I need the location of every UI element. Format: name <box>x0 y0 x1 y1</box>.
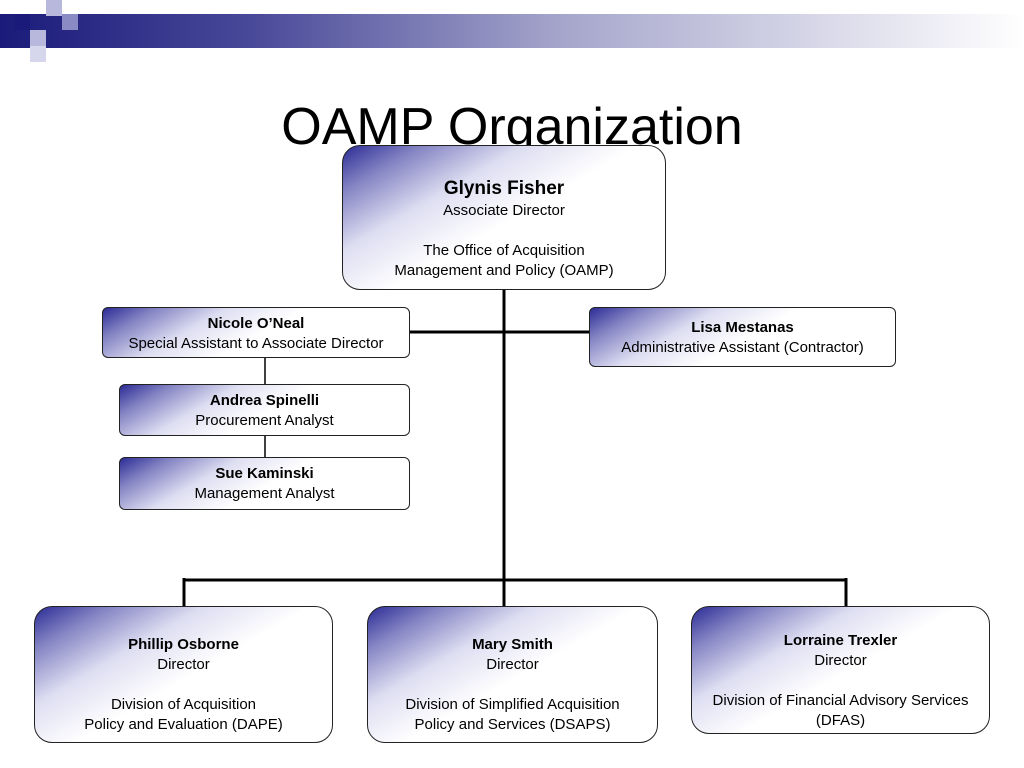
node-name: Andrea Spinelli <box>209 392 320 409</box>
header-gradient-bar <box>0 14 1024 48</box>
node-title: Procurement Analyst <box>195 412 334 429</box>
org-node-management-analyst: Sue Kaminski Management Analyst <box>119 457 410 510</box>
org-node-procurement-analyst: Andrea Spinelli Procurement Analyst <box>119 384 410 436</box>
org-node-division-dsaps: Mary Smith Director Division of Simplifi… <box>367 606 658 743</box>
header-square-light <box>46 0 62 16</box>
node-name: Phillip Osborne <box>128 636 239 653</box>
node-division: Division of Acquisition <box>110 696 257 713</box>
header-square-mid <box>62 14 78 30</box>
org-node-administrative-assistant: Lisa Mestanas Administrative Assistant (… <box>589 307 896 367</box>
node-name: Lisa Mestanas <box>691 319 794 336</box>
node-name: Lorraine Trexler <box>783 632 898 649</box>
node-office: Management and Policy (OAMP) <box>394 262 614 279</box>
node-name: Sue Kaminski <box>215 465 314 482</box>
node-title: Administrative Assistant (Contractor) <box>621 339 864 356</box>
node-title: Director <box>157 656 210 673</box>
node-division: Division of Financial Advisory Services <box>712 692 969 709</box>
node-title: Director <box>486 656 539 673</box>
org-node-division-dfas: Lorraine Trexler Director Division of Fi… <box>691 606 990 734</box>
node-name: Glynis Fisher <box>443 178 565 199</box>
header-square-light <box>30 46 46 62</box>
node-name: Mary Smith <box>472 636 553 653</box>
header-square-light <box>30 30 46 46</box>
node-title: Associate Director <box>443 202 565 219</box>
node-title: Management Analyst <box>194 485 335 502</box>
node-title: Special Assistant to Associate Director <box>128 335 384 352</box>
node-office: The Office of Acquisition <box>423 242 585 259</box>
org-node-associate-director: Glynis Fisher Associate Director The Off… <box>342 145 666 290</box>
node-division: Policy and Services (DSAPS) <box>414 716 611 733</box>
node-title: Director <box>814 652 867 669</box>
org-node-division-dape: Phillip Osborne Director Division of Acq… <box>34 606 333 743</box>
node-division: Division of Simplified Acquisition <box>405 696 620 713</box>
node-division: Policy and Evaluation (DAPE) <box>84 716 283 733</box>
node-name: Nicole O’Neal <box>207 315 305 332</box>
header-square-dark <box>14 14 30 30</box>
node-division: (DFAS) <box>815 712 866 729</box>
org-node-special-assistant: Nicole O’Neal Special Assistant to Assoc… <box>102 307 410 358</box>
